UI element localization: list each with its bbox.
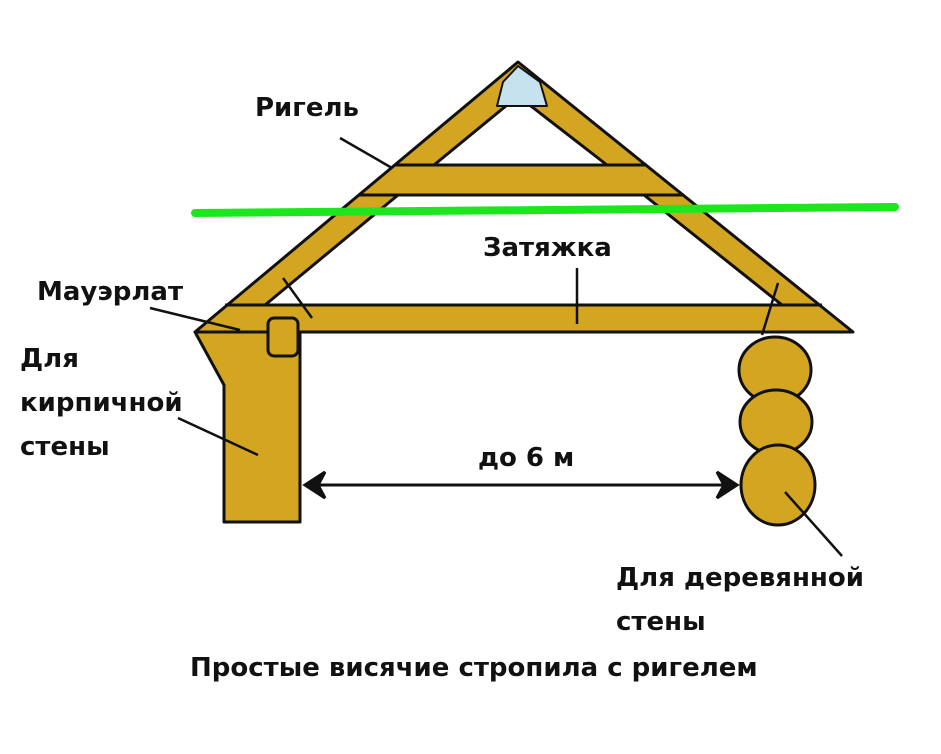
label-brick-wall-2: кирпичной xyxy=(20,388,183,418)
brick-wall xyxy=(193,330,302,524)
label-brick-wall-3: стены xyxy=(20,432,110,462)
label-wood-wall-2: стены xyxy=(616,607,706,637)
span-arrow xyxy=(302,470,740,500)
label-span: до 6 м xyxy=(478,443,575,473)
label-wood-wall-1: Для деревянной xyxy=(616,563,864,593)
pointer-rigel xyxy=(339,136,393,170)
label-zatyazhka: Затяжка xyxy=(483,233,612,263)
label-mauerlat: Мауэрлат xyxy=(37,277,184,307)
green-marker-line xyxy=(191,203,899,217)
mauerlat-block xyxy=(266,316,300,358)
pointer-brick-wall xyxy=(177,416,259,457)
pointer-mauerlat xyxy=(149,306,241,332)
brace-right xyxy=(760,282,780,336)
pointer-wood-wall xyxy=(784,491,843,557)
skylight xyxy=(496,65,548,107)
caption: Простые висячие стропила с ригелем xyxy=(190,653,758,683)
brace-left xyxy=(281,277,314,319)
label-rigel: Ригель xyxy=(255,93,359,123)
label-brick-wall-1: Для xyxy=(20,344,79,374)
